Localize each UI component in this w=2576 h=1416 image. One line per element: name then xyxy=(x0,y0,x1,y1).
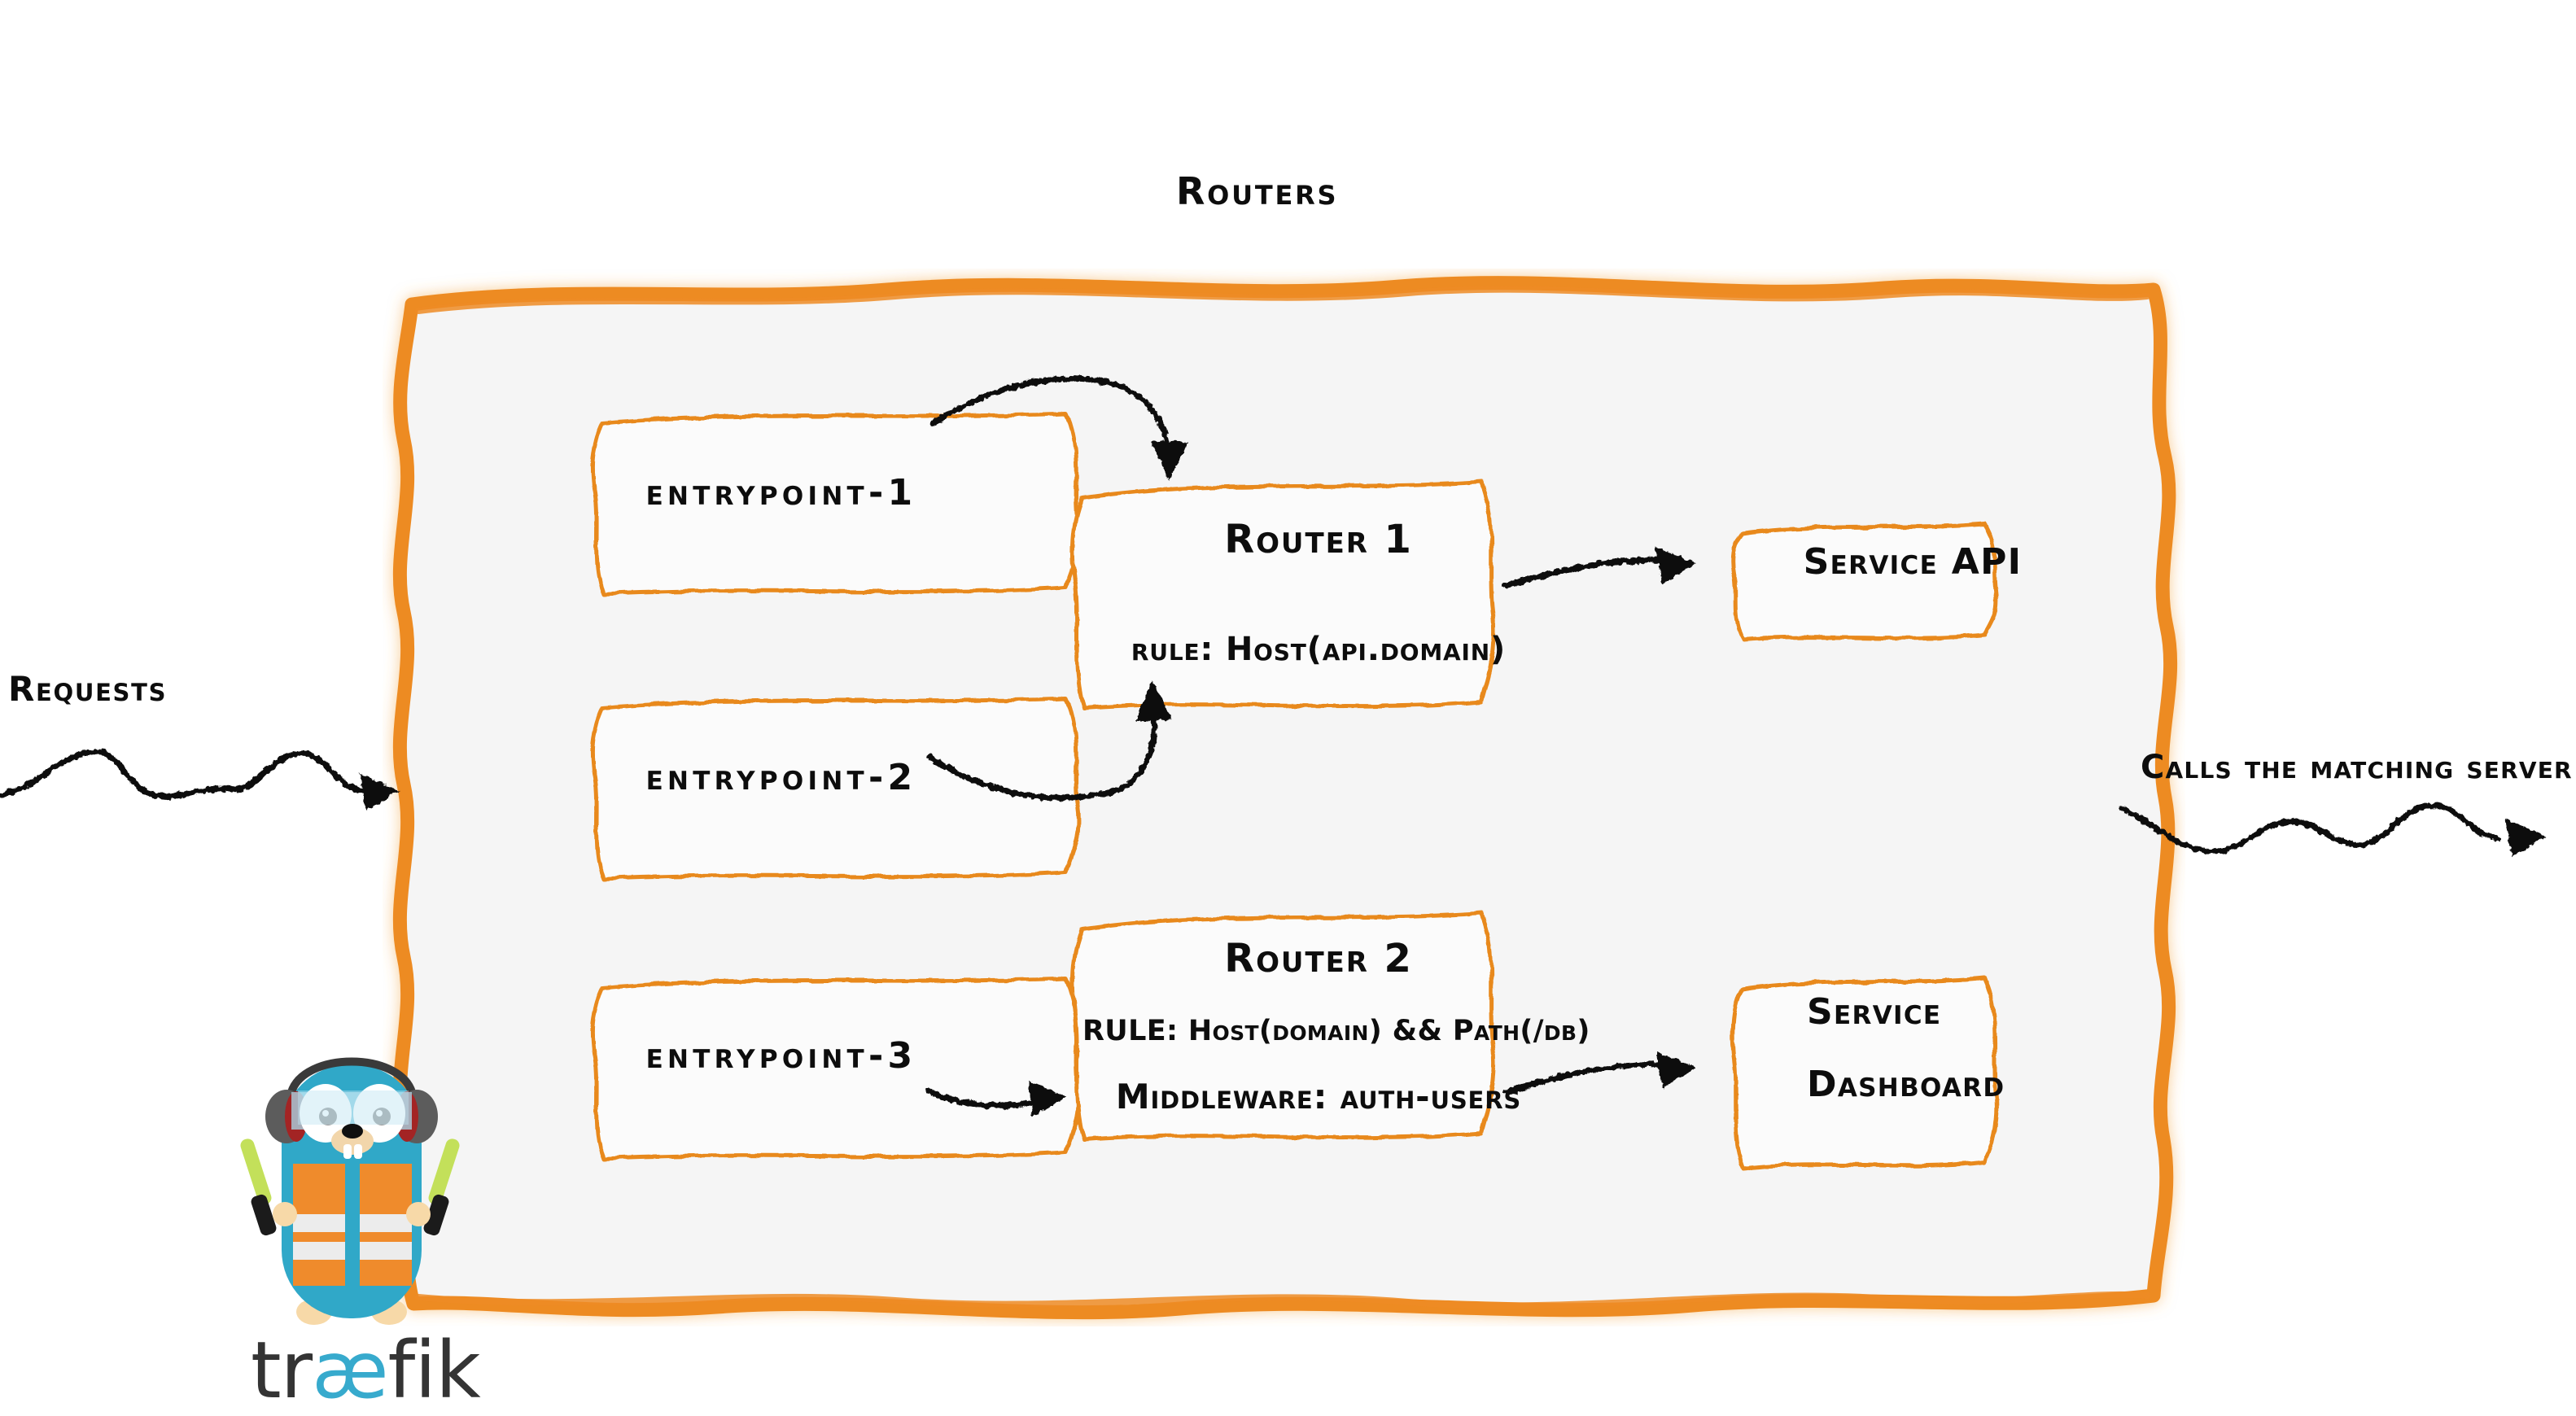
calls-arrow xyxy=(2119,802,2546,856)
calls-the-matching-server-label: Calls the matching server xyxy=(2141,749,2573,786)
traefik-gopher-logo xyxy=(240,1057,460,1325)
router-2-rule: RULE: Host(domain) && Path(/db) xyxy=(1082,1015,1590,1047)
arrow-router1-to-service-api xyxy=(1502,547,1696,589)
entrypoint-1-label: entrypoint-1 xyxy=(645,472,917,514)
headphone-band-icon xyxy=(287,1057,416,1096)
entrypoint-2-label: entrypoint-2 xyxy=(645,757,917,798)
eye-left xyxy=(300,1084,352,1143)
connector-arrows xyxy=(925,376,1696,1117)
eye-right xyxy=(353,1084,405,1143)
hand-right xyxy=(406,1202,431,1226)
page-title: Routers xyxy=(1176,169,1339,213)
tooth-left xyxy=(343,1144,352,1159)
router-1-rule: rule: Host(api.domain) xyxy=(1131,631,1507,668)
tooth-right xyxy=(354,1144,362,1159)
router-2-title: Router 2 xyxy=(1224,936,1413,981)
arrow-entrypoint3-to-router2 xyxy=(925,1081,1066,1117)
router-1-title: Router 1 xyxy=(1224,517,1413,562)
wordmark-suffix: fik xyxy=(387,1325,481,1416)
wand-right-icon xyxy=(423,1138,460,1236)
wand-left-icon xyxy=(240,1138,277,1236)
router-1-box[interactable] xyxy=(1070,479,1497,710)
safety-vest xyxy=(293,1164,412,1286)
traefik-wordmark: træfik xyxy=(251,1325,481,1416)
wordmark-prefix: tr xyxy=(251,1325,313,1416)
requests-label: Requests xyxy=(8,669,168,709)
arrow-entrypoint1-to-router1 xyxy=(929,376,1188,482)
goggle-lens xyxy=(298,1090,409,1125)
service-dashboard-label-line2: Dashboard xyxy=(1807,1064,2005,1105)
snout xyxy=(331,1127,374,1155)
service-dashboard-label-line1: Service xyxy=(1807,991,1942,1033)
hand-left xyxy=(273,1202,297,1226)
router-2-middleware: Middleware: auth-users xyxy=(1115,1077,1522,1117)
wordmark-ligature: æ xyxy=(312,1325,388,1416)
requests-arrow xyxy=(0,749,400,811)
nose-icon xyxy=(342,1124,363,1138)
service-api-label: Service API xyxy=(1803,541,2023,583)
entrypoint-3-label: entrypoint-3 xyxy=(645,1035,917,1077)
